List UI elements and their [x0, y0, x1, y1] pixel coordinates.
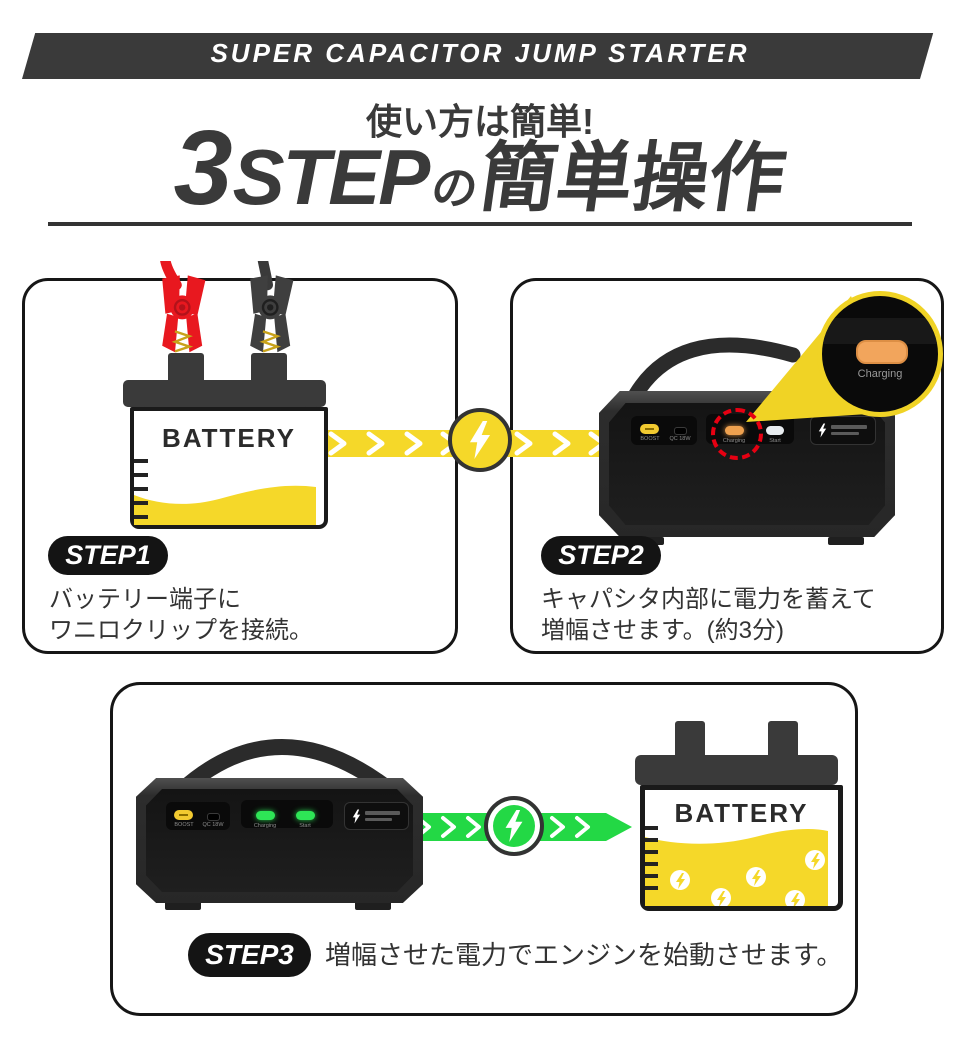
lightning-icon	[505, 810, 523, 842]
battery-cap	[123, 380, 326, 407]
battery-terminal	[768, 721, 798, 759]
heading-subtitle: 使い方は簡単!	[366, 101, 594, 142]
banner-title: SUPER CAPACITOR JUMP STARTER	[210, 38, 750, 68]
lightning-icon	[469, 421, 491, 459]
start-led	[296, 811, 315, 820]
step1-card: BATTERY	[22, 261, 458, 654]
lightning-badge-yellow	[448, 408, 512, 472]
heading-3: 3	[173, 109, 233, 227]
step3-card: BOOST QC 18W Charging Start	[110, 682, 858, 1016]
step2-badge-label: STEP2	[558, 540, 644, 570]
step3-line1: 増幅させた電力でエンジンを始動させます。	[325, 940, 843, 970]
battery-terminal	[168, 353, 204, 383]
level-tick	[134, 459, 148, 463]
step2-description: キャパシタ内部に電力を蓄えて 増幅させます。(約3分)	[541, 584, 876, 646]
level-tick	[645, 874, 658, 878]
device-handle	[623, 337, 801, 411]
start-led	[766, 426, 784, 435]
red-clamp-icon	[160, 261, 206, 353]
step2-badge: STEP2	[541, 536, 661, 575]
battery-cap	[635, 755, 838, 785]
step3-description: 増幅させた電力でエンジンを始動させます。	[325, 940, 842, 971]
start-led-label: Start	[769, 438, 781, 444]
step1-badge-label: STEP1	[65, 540, 151, 570]
battery-label: BATTERY	[674, 798, 809, 828]
heading-main: 3STEPの簡単操作	[0, 108, 960, 229]
battery-terminal	[251, 353, 287, 383]
level-tick	[645, 862, 658, 866]
charging-zoom-label: Charging	[857, 368, 903, 380]
highlight-dashed-circle	[711, 408, 763, 460]
level-tick	[134, 473, 148, 477]
battery-label: BATTERY	[162, 423, 296, 453]
battery-acid	[134, 485, 316, 525]
lightning-badge-green	[484, 796, 544, 856]
heading-underline	[48, 222, 912, 226]
level-tick	[645, 838, 658, 842]
brand-logo	[810, 416, 876, 445]
boost-label: BOOST	[640, 436, 660, 442]
step1-description: バッテリー端子に ワニロクリップを接続。	[49, 584, 313, 646]
battery-terminal	[675, 721, 705, 759]
level-tick	[645, 850, 658, 854]
heading-no: の	[428, 162, 482, 214]
brand-logo	[344, 802, 409, 830]
zoom-bubble: Charging	[817, 291, 943, 417]
bolt-logo-icon	[352, 809, 361, 824]
step3-badge: STEP3	[188, 933, 311, 977]
charging-led-label: Charging	[253, 823, 277, 829]
boost-button-dash	[179, 814, 188, 816]
step2-line2: 増幅させます。(約3分)	[541, 617, 784, 644]
level-tick	[134, 487, 148, 491]
battery-acid	[645, 829, 828, 906]
qc-label: QC 18W	[202, 822, 224, 828]
boost-button-dash	[645, 428, 654, 430]
usb-c-port	[674, 427, 687, 435]
heading-step: STEP	[232, 133, 431, 221]
battery-illustration: BATTERY	[130, 407, 328, 529]
heading-rest: 簡単操作	[475, 136, 792, 221]
lightning-icon	[676, 853, 820, 906]
black-clamp-icon	[250, 261, 294, 353]
level-tick	[134, 515, 148, 519]
level-tick	[134, 501, 148, 505]
level-tick	[645, 886, 658, 890]
bolt-logo-icon	[818, 423, 827, 438]
step1-line1: バッテリー端子に	[49, 586, 241, 613]
step1-line2: ワニロクリップを接続。	[49, 617, 313, 644]
boost-label: BOOST	[174, 822, 194, 828]
usb-c-port	[207, 813, 220, 821]
start-led-label: Start	[299, 823, 311, 829]
level-tick	[645, 826, 658, 830]
step3-badge-label: STEP3	[205, 939, 294, 970]
charging-led-zoomed	[856, 340, 908, 364]
jump-starter-device: BOOST QC 18W Charging Start	[136, 778, 423, 903]
battery-illustration: BATTERY	[640, 785, 843, 911]
step1-badge: STEP1	[48, 536, 168, 575]
qc-label: QC 18W	[669, 436, 691, 442]
step2-card: BOOST QC 18W Charging Start Charging	[510, 278, 944, 654]
bubble-panel-stripe	[822, 318, 938, 344]
charging-led	[256, 811, 275, 820]
device-handle	[173, 739, 399, 799]
step2-line1: キャパシタ内部に電力を蓄えて	[541, 586, 876, 613]
